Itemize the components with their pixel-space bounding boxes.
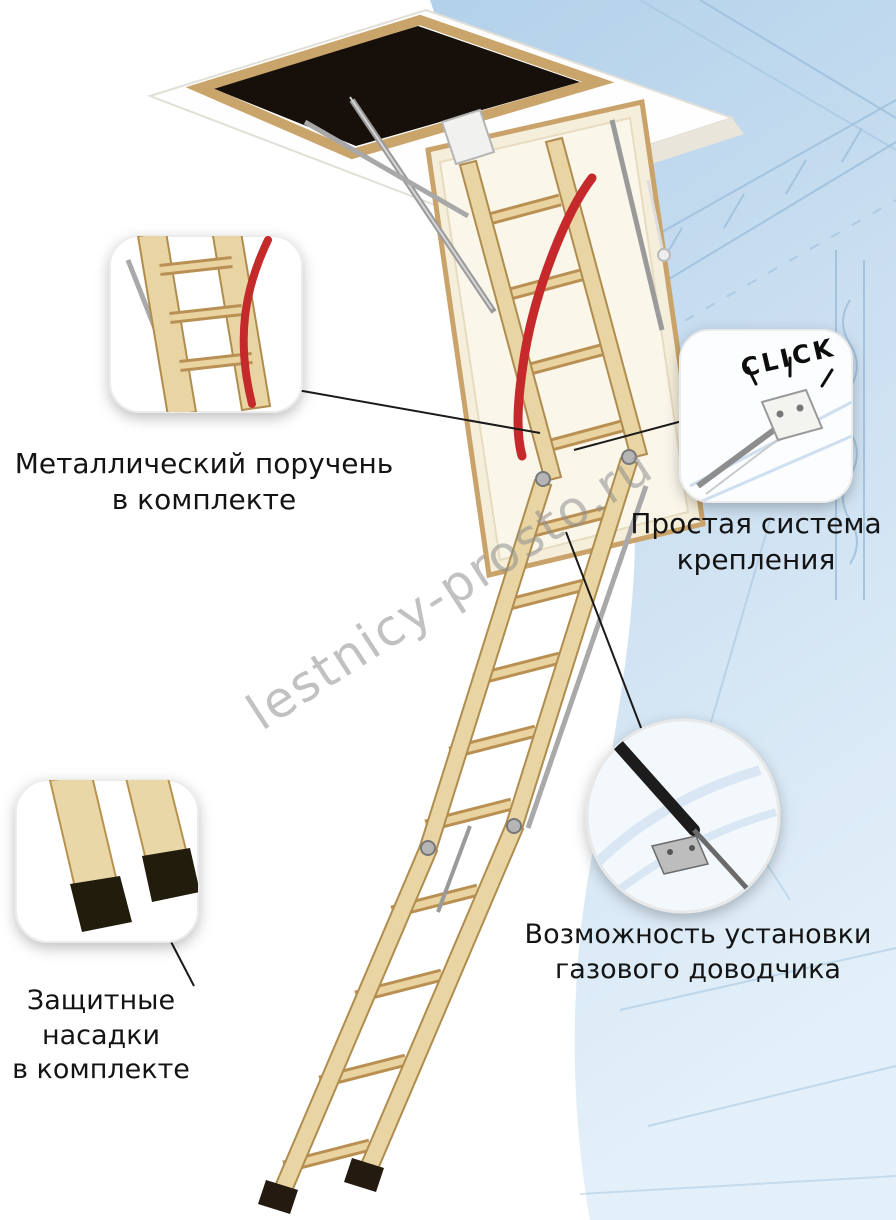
inset-gas-closer bbox=[585, 718, 781, 914]
ladder-hinges bbox=[420, 449, 637, 856]
label-handrail-line1: Металлический поручень bbox=[14, 447, 394, 480]
label-handrail: Металлический поручень в комплекте bbox=[8, 446, 400, 518]
door-inner-panel bbox=[438, 116, 690, 562]
label-mounting-system: Простая система крепления bbox=[618, 506, 894, 578]
ladder-metal-arms bbox=[436, 485, 649, 913]
sky-background bbox=[430, 0, 896, 1220]
callout-lines bbox=[167, 389, 687, 987]
label-caps-line2: насадки bbox=[41, 1019, 161, 1051]
inset-handrail-red-rail bbox=[239, 236, 272, 408]
inset-feet bbox=[15, 779, 199, 943]
gas-strut bbox=[606, 732, 700, 836]
line-caps bbox=[167, 935, 195, 987]
spring-mechanism bbox=[440, 108, 496, 166]
inset-cap-right bbox=[142, 848, 198, 902]
label-gas-closer: Возможность установки газового доводчика bbox=[505, 918, 891, 987]
inset-handrail bbox=[109, 235, 303, 413]
ladder bbox=[258, 136, 649, 1214]
label-handrail-line2: в комплекте bbox=[111, 482, 297, 516]
line-gas bbox=[565, 531, 649, 747]
label-protective-caps: Защитные насадки в комплекте bbox=[12, 984, 190, 1088]
inset-click: CLICK bbox=[679, 329, 853, 503]
hatch-frame bbox=[185, 14, 615, 160]
ladder-rails bbox=[273, 136, 649, 1193]
protective-caps bbox=[258, 1158, 384, 1214]
line-mounting bbox=[573, 419, 687, 451]
pull-cord-handle bbox=[657, 248, 671, 262]
hatch-opening bbox=[212, 26, 580, 146]
label-caps-line1: Защитные bbox=[26, 985, 176, 1016]
inset-cap-left bbox=[70, 876, 132, 932]
label-mounting-line1: Простая система bbox=[630, 507, 882, 540]
line-handrail bbox=[296, 389, 541, 434]
label-mounting-line2: крепления bbox=[676, 542, 836, 576]
hatch-struts bbox=[303, 96, 671, 331]
label-caps-line3: в комплекте bbox=[12, 1054, 190, 1086]
label-gas-line1: Возможность установки bbox=[524, 919, 872, 950]
mounting-bracket bbox=[760, 388, 824, 442]
label-gas-line2: газового доводчика bbox=[555, 953, 841, 985]
metal-handrail bbox=[513, 173, 597, 461]
